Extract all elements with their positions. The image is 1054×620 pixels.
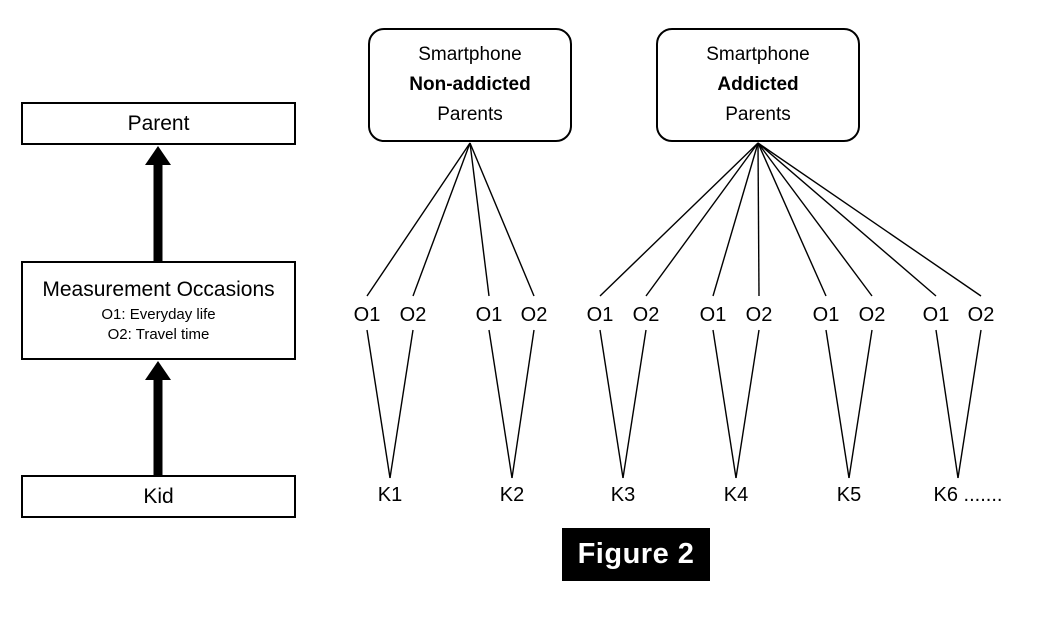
kid-line-K4-O1 bbox=[712, 329, 737, 479]
kid-label-k6[interactable]: K6 ....... bbox=[933, 484, 1003, 506]
kid-line-K4-O2 bbox=[735, 329, 760, 479]
occasion-label-k4-o1[interactable]: O1 bbox=[699, 304, 727, 326]
occasion-label-k1-o2[interactable]: O2 bbox=[399, 304, 427, 326]
level-box-measurement-occasions[interactable]: Measurement Occasions O1: Everyday life … bbox=[21, 261, 296, 360]
kid-line-K3-O1 bbox=[599, 329, 624, 479]
level-sub-o1: O1: Everyday life bbox=[101, 305, 216, 323]
occasion-label-k6-o1[interactable]: O1 bbox=[922, 304, 950, 326]
group-line3-non-addicted: Parents bbox=[437, 104, 503, 125]
fan-line-non-addicted-K1-O2 bbox=[412, 142, 471, 297]
occasion-label-k4-o2[interactable]: O2 bbox=[745, 304, 773, 326]
group-line3-addicted: Parents bbox=[725, 104, 791, 125]
level-box-parent[interactable]: Parent bbox=[21, 102, 296, 145]
fan-line-addicted-K6-O2 bbox=[757, 142, 982, 297]
kid-label-k5[interactable]: K5 bbox=[836, 484, 862, 506]
fan-line-non-addicted-K2-O1 bbox=[469, 142, 490, 297]
occasion-label-k3-o1[interactable]: O1 bbox=[586, 304, 614, 326]
kid-line-K5-O1 bbox=[825, 329, 850, 479]
occasion-label-k5-o2[interactable]: O2 bbox=[858, 304, 886, 326]
fan-line-non-addicted-K1-O1 bbox=[366, 142, 471, 297]
kid-label-k2[interactable]: K2 bbox=[499, 484, 525, 506]
fan-line-addicted-K3-O2 bbox=[645, 142, 759, 297]
fan-line-addicted-K4-O2 bbox=[757, 142, 760, 297]
group-line1-non-addicted: Smartphone bbox=[418, 44, 522, 65]
arrow-measurement-to-parent-head bbox=[145, 146, 171, 165]
level-sub-o2: O2: Travel time bbox=[107, 325, 210, 343]
kid-line-K6-O1 bbox=[935, 329, 959, 479]
kid-line-K5-O2 bbox=[848, 329, 873, 479]
occasion-to-kid-lines bbox=[366, 329, 982, 479]
arrow-kid-to-measurement-head bbox=[145, 361, 171, 380]
kid-line-K2-O1 bbox=[488, 329, 513, 479]
fan-line-addicted-K3-O1 bbox=[599, 142, 759, 297]
group-line1-addicted: Smartphone bbox=[706, 44, 810, 65]
kid-line-K1-O1 bbox=[366, 329, 391, 479]
group-box-non-addicted[interactable]: Smartphone Non-addicted Parents bbox=[368, 28, 572, 142]
fan-line-addicted-K5-O2 bbox=[757, 142, 873, 297]
fan-line-addicted-K6-O1 bbox=[757, 142, 937, 297]
level-box-kid[interactable]: Kid bbox=[21, 475, 296, 518]
level-title-measurement-occasions: Measurement Occasions bbox=[42, 277, 275, 301]
group-line2-non-addicted: Non-addicted bbox=[409, 74, 531, 95]
occasion-label-k2-o2[interactable]: O2 bbox=[520, 304, 548, 326]
occasion-label-k5-o1[interactable]: O1 bbox=[812, 304, 840, 326]
group-line2-addicted: Addicted bbox=[717, 74, 799, 95]
occasion-label-k1-o1[interactable]: O1 bbox=[353, 304, 381, 326]
kid-label-k3[interactable]: K3 bbox=[610, 484, 636, 506]
occasion-label-k6-o2[interactable]: O2 bbox=[967, 304, 995, 326]
kid-label-k1[interactable]: K1 bbox=[377, 484, 403, 506]
fan-line-addicted-K4-O1 bbox=[712, 142, 759, 297]
group-to-occasion-lines bbox=[366, 142, 982, 297]
fan-line-addicted-K5-O1 bbox=[757, 142, 827, 297]
level-title-kid: Kid bbox=[143, 484, 174, 508]
kid-line-K6-O2 bbox=[957, 329, 982, 479]
kid-line-K3-O2 bbox=[622, 329, 647, 479]
kid-label-k4[interactable]: K4 bbox=[723, 484, 749, 506]
kid-line-K1-O2 bbox=[389, 329, 414, 479]
occasion-label-k2-o1[interactable]: O1 bbox=[475, 304, 503, 326]
group-box-addicted[interactable]: Smartphone Addicted Parents bbox=[656, 28, 860, 142]
fan-line-non-addicted-K2-O2 bbox=[469, 142, 535, 297]
level-title-parent: Parent bbox=[127, 111, 190, 135]
occasion-label-k3-o2[interactable]: O2 bbox=[632, 304, 660, 326]
kid-line-K2-O2 bbox=[511, 329, 535, 479]
figure-caption: Figure 2 bbox=[562, 528, 710, 581]
